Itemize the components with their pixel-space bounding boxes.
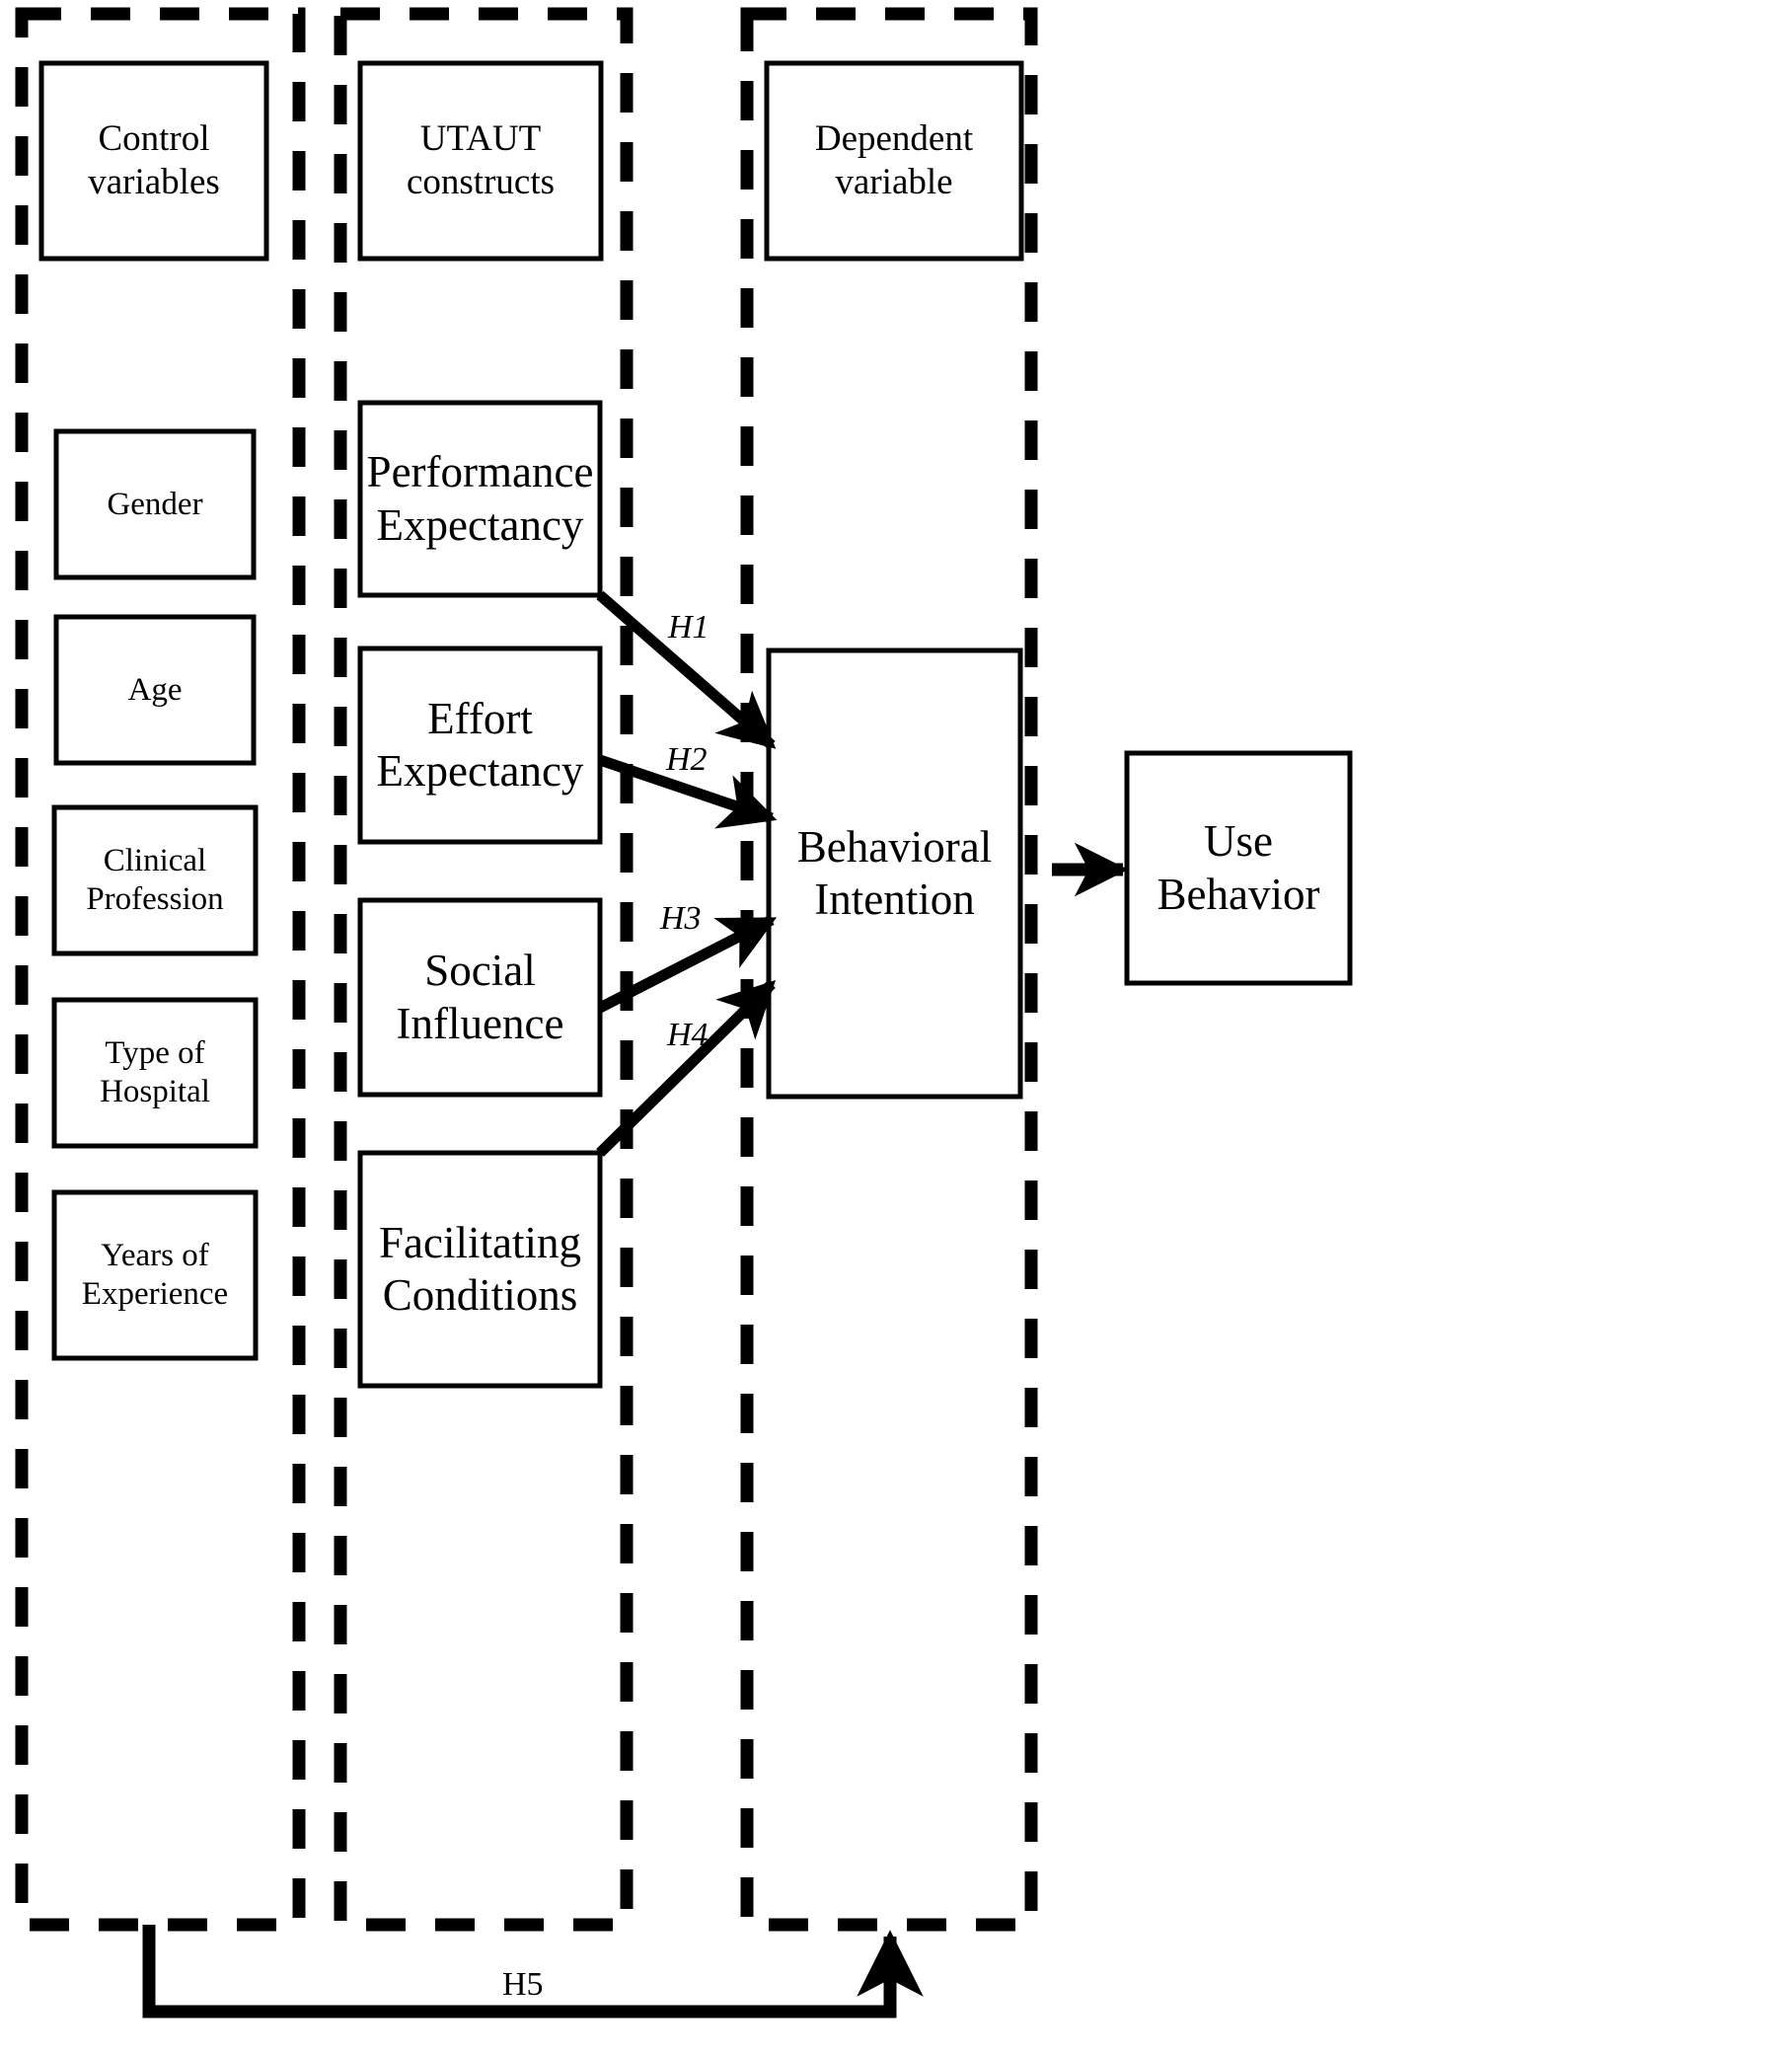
box-age — [53, 614, 257, 766]
hypothesis-label-h3: H3 — [660, 900, 702, 937]
group-container-dependent — [740, 7, 1038, 1932]
arrow-h5 — [142, 1925, 924, 2018]
box-gender — [53, 428, 257, 580]
box-clinical-profession — [51, 804, 259, 956]
hypothesis-label-h5: H5 — [502, 1966, 544, 2003]
box-use-behavior — [1124, 750, 1353, 986]
box-type-of-hospital — [51, 997, 259, 1149]
arrow-h4 — [596, 979, 777, 1157]
hypothesis-label-h1: H1 — [668, 609, 709, 646]
arrow-h1 — [596, 590, 777, 750]
arrow-h2 — [598, 754, 778, 829]
box-social-influence — [357, 897, 603, 1098]
group-container-control — [15, 7, 306, 1932]
box-effort-expectancy — [357, 646, 603, 845]
box-years-of-experience — [51, 1189, 259, 1361]
header-box-control-variables — [38, 60, 269, 262]
hypothesis-label-h2: H2 — [666, 741, 708, 778]
group-container-utaut — [334, 7, 634, 1932]
hypothesis-label-h4: H4 — [667, 1017, 709, 1053]
arrow-h3 — [597, 915, 778, 1013]
box-behavioral-intention — [766, 647, 1023, 1100]
box-performance-expectancy — [357, 400, 603, 598]
header-box-dependent-variable — [764, 60, 1024, 262]
header-box-utaut-constructs — [357, 60, 604, 262]
box-facilitating-conditions — [357, 1150, 603, 1389]
